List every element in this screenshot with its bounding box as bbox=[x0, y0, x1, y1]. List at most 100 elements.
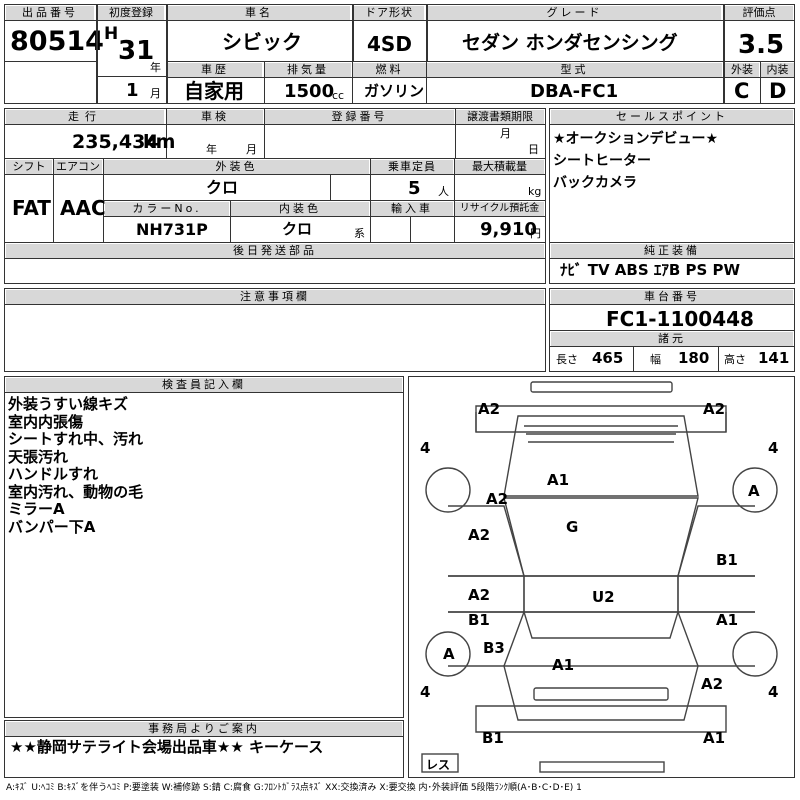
model: DBA-FC1 bbox=[530, 81, 619, 102]
ac-label: エアコン bbox=[54, 160, 102, 174]
score: 3.5 bbox=[738, 30, 785, 60]
history: 自家用 bbox=[184, 79, 244, 103]
inspector-line: 天張汚れ bbox=[8, 447, 69, 466]
inspection-label: 車検 bbox=[167, 110, 263, 124]
mark-wheel-rl: A bbox=[443, 645, 455, 663]
height: 141 bbox=[758, 349, 790, 367]
inspection-year-unit: 年 bbox=[206, 143, 217, 156]
car-name: シビック bbox=[222, 30, 302, 54]
door: 4SD bbox=[367, 32, 412, 56]
model-label: 型式 bbox=[427, 63, 722, 77]
transfer-month-unit: 月 bbox=[500, 127, 511, 140]
inspector-line: 室内内張傷 bbox=[8, 412, 84, 431]
inspector-line: ハンドルすれ bbox=[8, 465, 99, 483]
first-reg-month: 1 bbox=[126, 80, 139, 101]
mark-door-rl-b: B1 bbox=[468, 611, 490, 629]
mileage-unit: km bbox=[143, 131, 176, 153]
interior-color-unit: 系 bbox=[354, 227, 365, 240]
lot-no: 80514 bbox=[10, 26, 104, 57]
first-reg-year: 31 bbox=[118, 36, 155, 66]
color-no: NH731P bbox=[136, 220, 208, 239]
office-text: ★★静岡サテライト会場出品車★★ キーケース bbox=[10, 738, 324, 756]
car-outline bbox=[421, 381, 778, 773]
equipment-label: 純正装備 bbox=[551, 244, 793, 258]
chassis-number: FC1-1100448 bbox=[606, 307, 754, 331]
door-label: ドア形状 bbox=[354, 6, 424, 20]
exterior-color: クロ bbox=[206, 178, 239, 197]
length-label: 長さ bbox=[556, 353, 578, 366]
length: 465 bbox=[592, 349, 624, 367]
load-unit: kg bbox=[528, 185, 542, 198]
score-label: 評価点 bbox=[725, 6, 793, 20]
mark-tire-rl: 4 bbox=[420, 683, 431, 701]
height-label: 高さ bbox=[724, 353, 746, 366]
sales-point-item: バックカメラ bbox=[553, 175, 637, 191]
sales-point-item: ★オークションデビュー★ bbox=[553, 131, 719, 147]
inspector-label: 検査員記入欄 bbox=[6, 378, 402, 392]
fuel-label: 燃料 bbox=[353, 63, 426, 77]
mark-front-right: A2 bbox=[703, 400, 726, 418]
load-label: 最大積載量 bbox=[455, 160, 544, 174]
capacity-label: 乗車定員 bbox=[371, 160, 453, 174]
mark-spare: レス bbox=[426, 758, 451, 772]
recycle-label: リサイクル預託金 bbox=[455, 202, 544, 216]
legend: A:ｷｽﾞ U:ﾍｺﾐ B:ｷｽﾞを伴うﾍｺﾐ P:要塗装 W:補修跡 S:錆 … bbox=[6, 783, 582, 793]
transfer-day-unit: 日 bbox=[528, 143, 539, 156]
exterior-label: 外装 bbox=[725, 63, 759, 77]
capacity-unit: 人 bbox=[438, 185, 449, 198]
regno-label: 登録番号 bbox=[265, 110, 454, 124]
lot-no-label: 出品番号 bbox=[6, 6, 94, 20]
capacity: 5 bbox=[408, 178, 421, 199]
interior-label: 内装 bbox=[761, 63, 794, 77]
history-label: 車歴 bbox=[168, 63, 262, 77]
recycle: 9,910 bbox=[480, 219, 537, 240]
exterior-grade: C bbox=[734, 79, 750, 103]
mark-tire-fl: 4 bbox=[420, 439, 431, 457]
sales-point-item: シートヒーター bbox=[553, 153, 651, 169]
equipment-items: ﾅﾋﾞ TV ABS ｴｱB PS PW bbox=[560, 261, 741, 279]
inspector-line: 外装うすい線キズ bbox=[8, 395, 129, 413]
width-label: 幅 bbox=[650, 353, 661, 366]
sales-points-label: セールスポイント bbox=[551, 110, 793, 124]
first-reg-label: 初度登録 bbox=[98, 6, 164, 20]
interior-grade: D bbox=[769, 79, 787, 103]
interior-color: クロ bbox=[282, 220, 313, 238]
displacement-label: 排気量 bbox=[265, 63, 351, 77]
displacement-unit: cc bbox=[332, 89, 345, 102]
mark-tire-rr: 4 bbox=[768, 683, 779, 701]
chassis-label: 車台番号 bbox=[551, 290, 793, 304]
transfer-label: 譲渡書類期限 bbox=[456, 110, 544, 124]
mark-door-fr: B1 bbox=[716, 551, 738, 569]
mark-wheel-fr: A bbox=[748, 482, 760, 500]
inspector-line: シートすれ中、汚れ bbox=[8, 430, 144, 448]
mark-rear-right: A1 bbox=[703, 729, 726, 747]
era: H bbox=[104, 24, 119, 44]
interior-color-label: 内装色 bbox=[231, 202, 369, 216]
inspection-month-unit: 月 bbox=[246, 143, 257, 156]
year-unit: 年 bbox=[150, 61, 161, 74]
mileage-label: 走行 bbox=[6, 110, 164, 124]
mark-tire-fr: 4 bbox=[768, 439, 779, 457]
mark-front-left: A2 bbox=[478, 400, 501, 418]
fuel: ガソリン bbox=[364, 82, 425, 100]
inspector-line: 室内汚れ、動物の毛 bbox=[8, 482, 144, 501]
color-label: 外装色 bbox=[104, 160, 369, 174]
inspector-notes: 外装うすい線キズ 室内内張傷 シートすれ中、汚れ 天張汚れ ハンドルすれ 室内汚… bbox=[8, 395, 144, 536]
inspector-block bbox=[4, 376, 404, 718]
mark-door-fl: A2 bbox=[468, 526, 491, 544]
grade: セダン ホンダセンシング bbox=[462, 32, 678, 54]
mark-glass: G bbox=[566, 518, 579, 536]
shift-label: シフト bbox=[6, 160, 52, 174]
mark-fender-left: A2 bbox=[486, 490, 509, 508]
mark-hood: A1 bbox=[547, 471, 570, 489]
mark-trunk: A1 bbox=[552, 656, 575, 674]
color-no-label: カラーNo. bbox=[105, 202, 229, 216]
mileage: 235,434 bbox=[72, 131, 159, 153]
width: 180 bbox=[678, 349, 710, 367]
car-name-label: 車名 bbox=[168, 6, 350, 20]
ac: AAC bbox=[60, 196, 106, 220]
mark-quarter-left: B3 bbox=[483, 639, 505, 657]
inspector-line: ミラーA bbox=[8, 500, 65, 518]
mark-quarter-right: A2 bbox=[701, 675, 724, 693]
inspector-line: バンパー下A bbox=[8, 517, 96, 536]
